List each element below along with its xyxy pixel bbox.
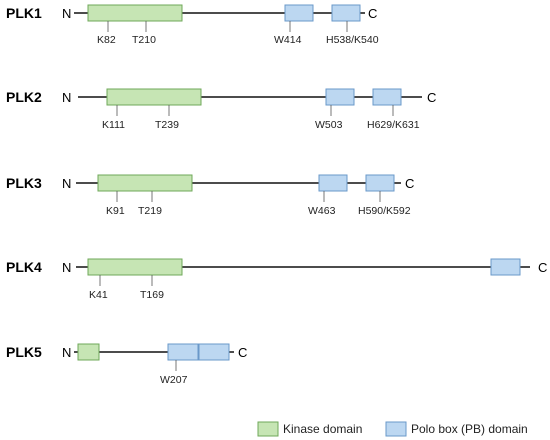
c-terminus-label: C — [368, 6, 377, 21]
protein-plk2: PLK2 N C K111 T239 W503 H629/K631 — [6, 88, 436, 131]
site-label: T219 — [138, 205, 162, 217]
protein-name: PLK4 — [6, 259, 42, 275]
site-label: W503 — [315, 119, 343, 131]
kinase-domain — [77, 343, 100, 361]
legend: Kinase domain Polo box (PB) domain — [257, 421, 528, 437]
protein-plk1: PLK1 N C K82 T210 W414 H538/K540 — [6, 4, 379, 46]
polo-box-domain — [325, 88, 355, 106]
site-label: K91 — [106, 205, 125, 217]
legend-kinase-label: Kinase domain — [283, 422, 362, 436]
n-terminus-label: N — [62, 6, 71, 21]
polo-box-domain — [365, 174, 395, 192]
polo-box-domain — [490, 258, 521, 276]
site-label: T210 — [132, 34, 156, 46]
legend-polo-swatch — [385, 421, 407, 437]
polo-box-domain — [167, 343, 199, 361]
protein-name: PLK1 — [6, 5, 42, 21]
polo-box-domain — [284, 4, 314, 22]
protein-plk5: PLK5 N C W207 — [6, 343, 247, 386]
site-label: K41 — [89, 289, 108, 301]
polo-box-domain — [372, 88, 402, 106]
protein-plk3: PLK3 N C K91 T219 W463 H590/K592 — [6, 174, 414, 217]
n-terminus-label: N — [62, 260, 71, 275]
legend-polo-label: Polo box (PB) domain — [411, 422, 528, 436]
c-terminus-label: C — [427, 90, 436, 105]
n-terminus-label: N — [62, 90, 71, 105]
site-label: K82 — [97, 34, 116, 46]
c-terminus-label: C — [238, 345, 247, 360]
n-terminus-label: N — [62, 345, 71, 360]
site-label: T169 — [140, 289, 164, 301]
site-label: H629/K631 — [367, 119, 420, 131]
kinase-domain — [87, 4, 183, 22]
kinase-domain — [87, 258, 183, 276]
kinase-domain — [106, 88, 202, 106]
legend-kinase-swatch — [257, 421, 279, 437]
polo-box-domain — [198, 343, 230, 361]
site-label: H590/K592 — [358, 205, 411, 217]
site-label: W207 — [160, 374, 188, 386]
polo-box-domain — [318, 174, 348, 192]
protein-name: PLK5 — [6, 344, 42, 360]
site-label: W414 — [274, 34, 302, 46]
n-terminus-label: N — [62, 176, 71, 191]
site-label: H538/K540 — [326, 34, 379, 46]
site-label: T239 — [155, 119, 179, 131]
site-label: W463 — [308, 205, 336, 217]
c-terminus-label: C — [538, 260, 547, 275]
protein-name: PLK2 — [6, 89, 42, 105]
kinase-domain — [97, 174, 193, 192]
site-label: K111 — [102, 119, 125, 131]
polo-box-domain — [331, 4, 361, 22]
protein-name: PLK3 — [6, 175, 42, 191]
protein-plk4: PLK4 N C K41 T169 — [6, 258, 547, 301]
c-terminus-label: C — [405, 176, 414, 191]
